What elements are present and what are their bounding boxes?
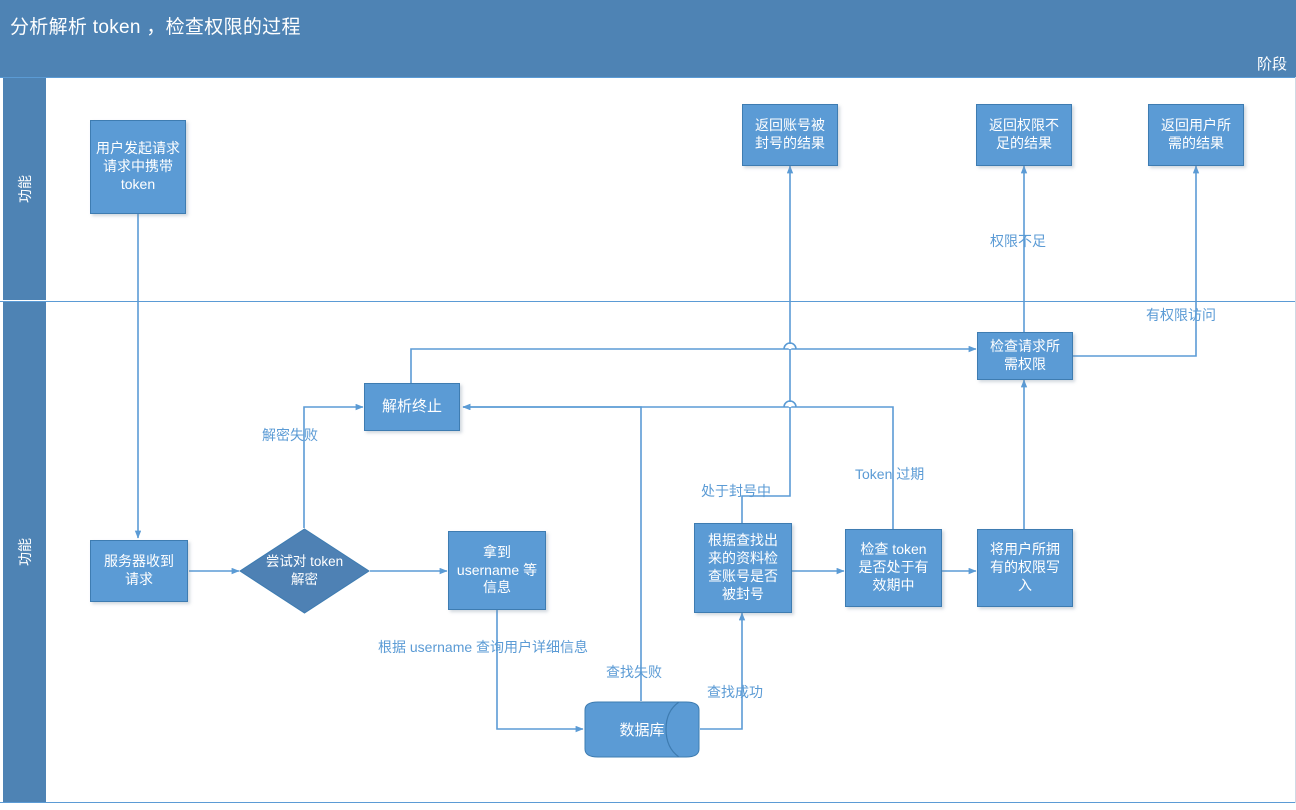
node-got-username[interactable]: 拿到 username 等 信息 — [448, 531, 546, 610]
swimlane-label-2: 功能 — [16, 538, 33, 566]
edge-label-lookup-success: 查找成功 — [707, 684, 763, 700]
node-result-no-permission-label: 返回权限不 足的结果 — [989, 117, 1059, 151]
node-result-success[interactable]: 返回用户所 需的结果 — [1148, 104, 1244, 166]
edge-label-query-by-username: 根据 username 查询用户详细信息 — [378, 639, 589, 655]
phase-label: 阶段 — [1256, 56, 1287, 73]
node-parse-terminated-label: 解析终止 — [381, 398, 442, 416]
swimlane-header-1: 功能 — [3, 78, 46, 300]
node-database-label: 数据库 — [619, 722, 665, 739]
node-parse-terminated[interactable]: 解析终止 — [364, 383, 460, 431]
node-check-expiry[interactable]: 检查 token 是否处于有 效期中 — [845, 529, 942, 607]
edge-label-is-banned: 处于封号中 — [701, 483, 771, 499]
edge-label-decrypt-fail: 解密失败 — [262, 427, 318, 443]
node-result-banned-label: 返回账号被 封号的结果 — [755, 117, 825, 151]
edge-label-token-expired: Token 过期 — [855, 466, 925, 482]
diamond-shape — [239, 528, 370, 614]
node-result-banned[interactable]: 返回账号被 封号的结果 — [742, 104, 838, 166]
node-check-expiry-label: 检查 token 是否处于有 效期中 — [858, 541, 929, 593]
line-hop-2 — [783, 400, 797, 408]
node-database[interactable]: 数据库 — [584, 701, 700, 758]
edge-expiry-terminated — [462, 403, 894, 529]
node-check-banned-label: 根据查找出 来的资料检 查账号是否 被封号 — [708, 532, 778, 602]
swimlane-label-1: 功能 — [16, 175, 33, 203]
edge-label-lookup-fail: 查找失败 — [606, 664, 662, 680]
node-try-decrypt-label: 尝试对 token 解密 — [265, 554, 344, 587]
line-hop-1 — [783, 342, 797, 350]
phase-header-bar: 阶段 — [0, 47, 1296, 77]
edge-banned-to-result — [741, 165, 794, 523]
node-user-request-label: 用户发起请求 请求中携带token — [96, 140, 180, 192]
cylinder-shape — [584, 701, 700, 758]
node-check-required-permission-label: 检查请求所 需权限 — [990, 338, 1060, 372]
edge-label-perm-denied: 权限不足 — [990, 233, 1046, 249]
node-write-permissions-label: 将用户所拥 有的权限写 入 — [990, 541, 1060, 593]
edge-label-perm-granted: 有权限访问 — [1146, 307, 1216, 323]
node-server-received-label: 服务器收到 请求 — [104, 553, 174, 587]
edge-terminated-to-required — [410, 345, 977, 383]
node-result-no-permission[interactable]: 返回权限不 足的结果 — [976, 104, 1072, 166]
edge-username-to-db — [496, 610, 584, 733]
page-title: 分析解析 token ，检查权限的过程 — [10, 17, 301, 38]
swimlane-header-2: 功能 — [3, 302, 46, 802]
node-server-received[interactable]: 服务器收到 请求 — [90, 540, 188, 602]
edge-required-granted — [1073, 165, 1200, 357]
diagram-title-bar: 分析解析 token ，检查权限的过程 — [0, 0, 1296, 47]
lane-divider-bottom — [0, 802, 1296, 803]
node-result-success-label: 返回用户所 需的结果 — [1161, 117, 1231, 151]
node-check-banned[interactable]: 根据查找出 来的资料检 查账号是否 被封号 — [694, 523, 792, 613]
node-user-request[interactable]: 用户发起请求 请求中携带token — [90, 120, 186, 214]
node-got-username-label: 拿到 username 等 信息 — [456, 543, 538, 596]
lane-divider-top — [0, 77, 1296, 78]
node-try-decrypt[interactable]: 尝试对 token 解密 — [239, 528, 370, 614]
node-check-required-permission[interactable]: 检查请求所 需权限 — [977, 332, 1073, 380]
lane-divider-middle — [0, 301, 1296, 302]
node-write-permissions[interactable]: 将用户所拥 有的权限写 入 — [977, 529, 1073, 607]
